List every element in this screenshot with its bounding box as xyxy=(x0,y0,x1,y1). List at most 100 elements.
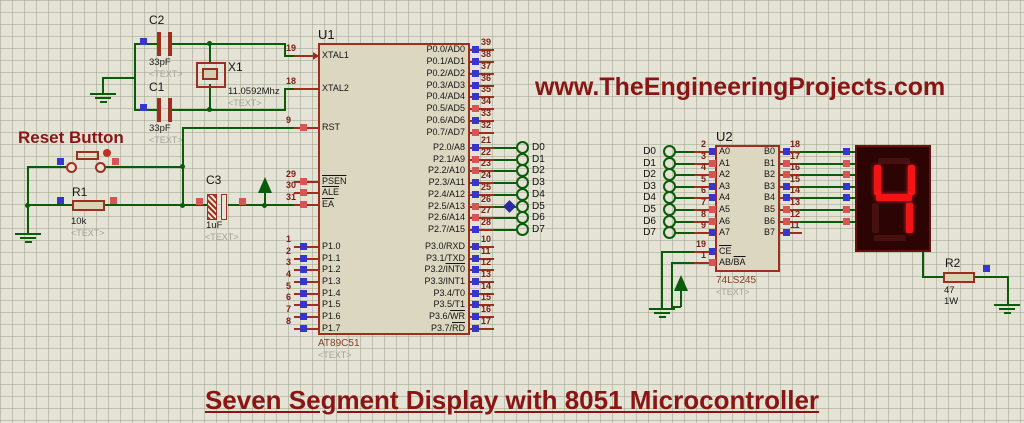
display-pin-row[interactable] xyxy=(800,204,855,216)
pin-row[interactable]: 12 P3.2/INT0 xyxy=(424,257,510,276)
pin-row[interactable]: 38 P0.1/AD1 xyxy=(426,49,510,68)
pin-row[interactable]: 18 B0 xyxy=(764,139,802,158)
capacitor-c3-plate[interactable] xyxy=(221,194,227,220)
pin-row[interactable]: 2 A0 xyxy=(694,139,730,158)
pin-row[interactable]: 12 B6 xyxy=(764,209,802,228)
ground-symbol[interactable] xyxy=(90,93,116,104)
wire[interactable] xyxy=(284,88,286,111)
wire[interactable] xyxy=(672,306,681,308)
wire[interactable] xyxy=(209,43,211,63)
power-terminal-icon[interactable] xyxy=(674,275,688,291)
push-button-knob[interactable] xyxy=(103,149,111,157)
pin-row[interactable]: 5 P1.4 xyxy=(286,281,341,300)
power-terminal-icon[interactable] xyxy=(258,177,272,193)
pin-row[interactable]: 21 P2.0/A8 xyxy=(433,135,510,154)
wire[interactable] xyxy=(662,251,694,253)
terminal-row[interactable]: D6 xyxy=(494,211,564,225)
wire[interactable] xyxy=(106,166,183,168)
terminal-row[interactable]: D0 xyxy=(494,141,564,154)
resistor-r2[interactable] xyxy=(943,272,975,283)
ground-symbol[interactable] xyxy=(994,304,1020,315)
pin-row[interactable]: 23 P2.2/A10 xyxy=(428,158,510,177)
pin-row[interactable]: 35 P0.4/AD4 xyxy=(426,84,510,103)
pin-row[interactable]: 15 P3.5/T1 xyxy=(433,292,510,311)
capacitor-c2[interactable] xyxy=(168,32,172,56)
pin-row[interactable]: 24 P2.3/A11 xyxy=(429,170,510,189)
pin-row[interactable]: 29 PSEN xyxy=(286,169,347,188)
resistor-r1[interactable] xyxy=(72,200,105,211)
reset-button-label[interactable]: Reset Button xyxy=(18,128,124,147)
wire[interactable] xyxy=(27,166,29,235)
wire[interactable] xyxy=(661,251,663,309)
pin-row[interactable]: 1 P1.0 xyxy=(286,234,341,253)
terminal-row[interactable]: D0 xyxy=(600,145,694,158)
push-button-terminal[interactable] xyxy=(95,162,106,173)
pin-row[interactable]: 25 P2.4/A12 xyxy=(428,182,510,201)
pin-row[interactable]: 17 B1 xyxy=(764,151,802,170)
capacitor-c2[interactable] xyxy=(157,32,161,56)
seven-segment-display[interactable] xyxy=(855,145,931,252)
pin-row[interactable]: 2 P1.1 xyxy=(286,246,341,265)
terminal-row[interactable]: D3 xyxy=(600,179,694,193)
wire[interactable] xyxy=(672,262,694,264)
website-text[interactable]: www.TheEngineeringProjects.com xyxy=(535,73,946,101)
pin-row[interactable]: 11 B7 xyxy=(764,220,802,239)
pin-row[interactable]: 16 B2 xyxy=(764,162,802,181)
terminal-row[interactable]: D2 xyxy=(494,164,564,178)
pin-row[interactable]: 4 A2 xyxy=(694,162,730,181)
pin-row[interactable]: 13 B5 xyxy=(764,197,802,216)
pin-row[interactable]: 37 P0.2/AD2 xyxy=(426,61,510,80)
terminal-row[interactable]: D3 xyxy=(494,176,564,190)
pin-row[interactable]: 14 P3.4/T0 xyxy=(433,281,510,300)
pin-row[interactable]: 8 P1.7 xyxy=(286,316,341,335)
pin-row[interactable]: 17 P3.7/RD xyxy=(431,316,510,335)
pin-row[interactable]: 3 P1.2 xyxy=(286,257,341,276)
mcu-u1-body[interactable] xyxy=(318,43,470,335)
wire[interactable] xyxy=(105,204,207,206)
pin-row[interactable]: 19 CE xyxy=(694,239,732,258)
pin-row[interactable]: 36 P0.3/AD3 xyxy=(426,73,510,92)
wire[interactable] xyxy=(671,262,673,308)
wire[interactable] xyxy=(264,192,266,206)
pin-row[interactable]: 11 P3.1/TXD xyxy=(426,246,510,265)
pin-row[interactable]: 32 P0.7/AD7 xyxy=(426,120,510,139)
wire[interactable] xyxy=(923,276,943,278)
ground-symbol[interactable] xyxy=(649,308,675,319)
pin-row[interactable]: 15 B3 xyxy=(764,174,802,193)
terminal-row[interactable]: D7 xyxy=(600,226,694,240)
wire[interactable] xyxy=(680,290,682,307)
pin-row[interactable]: 3 A1 xyxy=(694,151,730,170)
pin-row[interactable]: 9 A7 xyxy=(694,220,730,239)
ground-symbol[interactable] xyxy=(15,233,41,244)
wire[interactable] xyxy=(285,88,294,90)
terminal-row[interactable]: D2 xyxy=(600,168,694,182)
crystal-x1[interactable] xyxy=(196,62,226,88)
pin-row[interactable]: 39 P0.0/AD0 xyxy=(426,37,510,56)
pin-row[interactable]: 10 P3.0/RXD xyxy=(425,234,510,253)
wire[interactable] xyxy=(103,77,135,79)
wire[interactable] xyxy=(922,247,924,278)
pin-row[interactable]: 33 P0.6/AD6 xyxy=(426,108,510,127)
capacitor-c1[interactable] xyxy=(168,98,172,122)
pin-row[interactable]: 30 ALE xyxy=(286,180,339,199)
pin-row[interactable]: 4 P1.3 xyxy=(286,269,341,288)
pin-row[interactable]: 9 RST xyxy=(286,115,340,134)
wire[interactable] xyxy=(285,55,294,57)
wire[interactable] xyxy=(209,84,211,111)
pin-row[interactable]: 1 AB/BA xyxy=(694,250,746,269)
pin-row[interactable]: 14 B4 xyxy=(764,185,802,204)
pin-row[interactable]: 13 P3.3/INT1 xyxy=(424,269,510,288)
pin-row[interactable]: 6 P1.5 xyxy=(286,292,341,311)
display-pin-row[interactable] xyxy=(800,158,855,170)
wire[interactable] xyxy=(228,204,294,206)
pin-row[interactable]: 28 P2.7/A15 xyxy=(428,217,510,236)
terminal-row[interactable]: D1 xyxy=(600,156,694,170)
terminal-row[interactable]: D4 xyxy=(494,187,564,201)
pin-row[interactable]: 16 P3.6/WR xyxy=(429,304,510,323)
pin-row[interactable]: 19 XTAL1 xyxy=(286,43,349,62)
wire[interactable] xyxy=(134,43,136,111)
pin-row[interactable]: 26 P2.5/A13 xyxy=(428,194,510,213)
buffer-u2-body[interactable] xyxy=(715,145,780,272)
wire[interactable] xyxy=(28,166,66,168)
